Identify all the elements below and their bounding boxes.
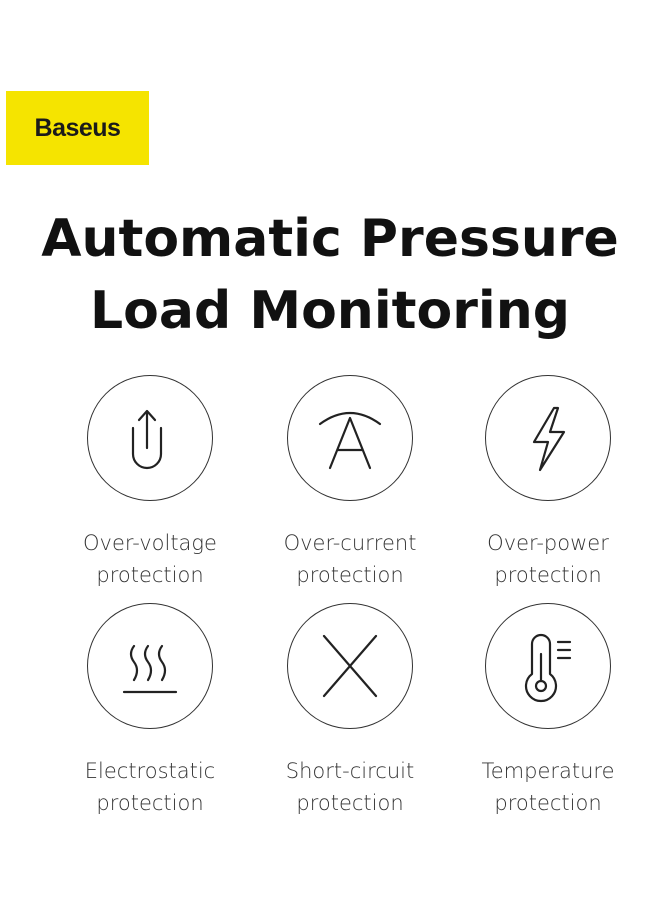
feature-label: Temperature protection [481,759,615,815]
feature-label: Over-current protection [283,531,417,587]
feature-label: Over-voltage protection [83,531,217,587]
feature-label: Electrostatic protection [84,759,216,815]
heat-waves-icon [122,644,178,694]
icon-circle [287,375,413,501]
feature-label: Short-circuit protection [285,759,415,815]
title-line-1: Automatic Pressure [41,209,619,269]
page-title: Automatic Pressure Load Monitoring [0,203,660,347]
ampere-icon [318,412,382,470]
icon-circle [485,603,611,729]
title-line-2: Load Monitoring [90,281,570,341]
icon-circle [87,375,213,501]
icon-circle [485,375,611,501]
icon-circle [287,603,413,729]
lightning-icon [532,406,566,472]
upload-arrow-icon [131,409,163,470]
cross-icon [322,634,378,698]
thermometer-icon [524,633,572,703]
logo-text: Baseus [34,113,121,142]
brand-logo: Baseus [6,91,149,165]
feature-label: Over-power protection [487,531,609,587]
icon-circle [87,603,213,729]
